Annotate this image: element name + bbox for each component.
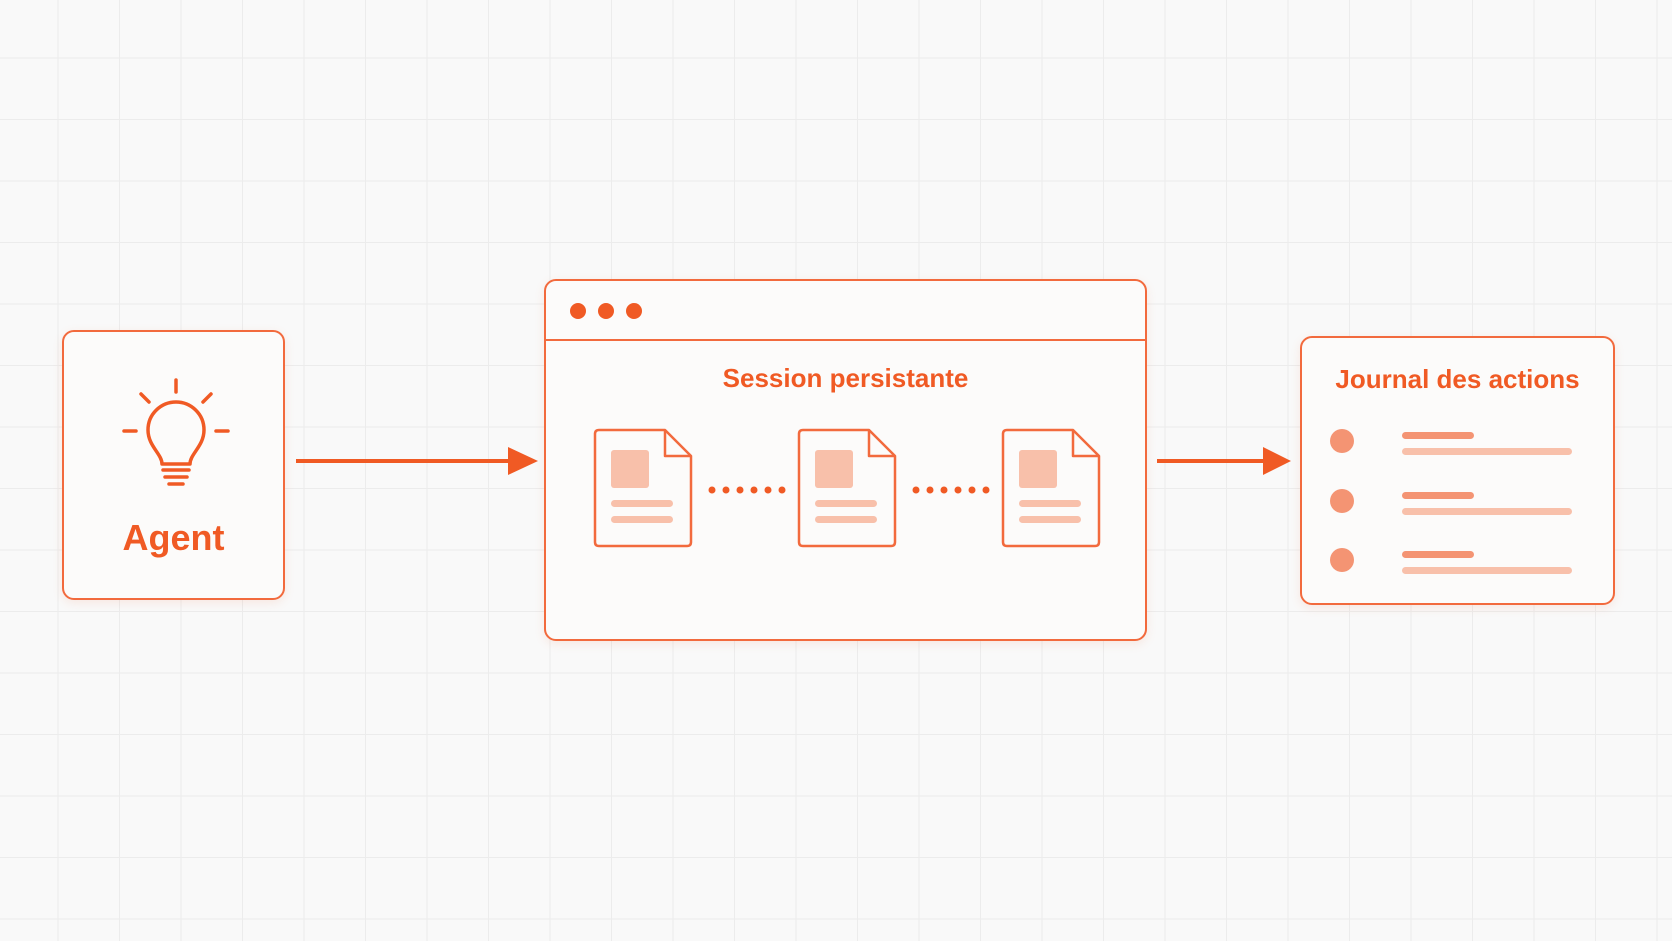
agent-label: Agent: [122, 517, 225, 558]
entry-line: [1402, 492, 1474, 499]
entry-bullet: [1330, 429, 1354, 453]
journal-entry: [1302, 489, 1613, 519]
window-control-dot: [626, 303, 642, 319]
entry-line: [1402, 432, 1474, 439]
connector-dots: [708, 486, 786, 494]
window-control-dot: [570, 303, 586, 319]
journal-entry: [1302, 548, 1613, 578]
window-titlebar: [546, 281, 1145, 341]
lightbulb-icon: [122, 378, 230, 486]
document-icon: [797, 428, 897, 548]
journal-entry: [1302, 429, 1613, 459]
entry-line: [1402, 551, 1474, 558]
document-icon: [593, 428, 693, 548]
entry-line: [1402, 508, 1572, 515]
session-title: Session persistante: [722, 363, 969, 393]
agent-card: Agent: [62, 330, 285, 600]
entry-line: [1402, 567, 1572, 574]
arrow-agent-to-session: [296, 447, 538, 475]
journal-title: Journal des actions: [1335, 364, 1580, 394]
arrow-session-to-journal: [1157, 447, 1291, 475]
session-window: Session persistante: [544, 279, 1147, 641]
entry-line: [1402, 448, 1572, 455]
journal-card: Journal des actions: [1300, 336, 1615, 605]
document-icon: [1001, 428, 1101, 548]
entry-bullet: [1330, 489, 1354, 513]
entry-bullet: [1330, 548, 1354, 572]
connector-dots: [912, 486, 990, 494]
window-control-dot: [598, 303, 614, 319]
